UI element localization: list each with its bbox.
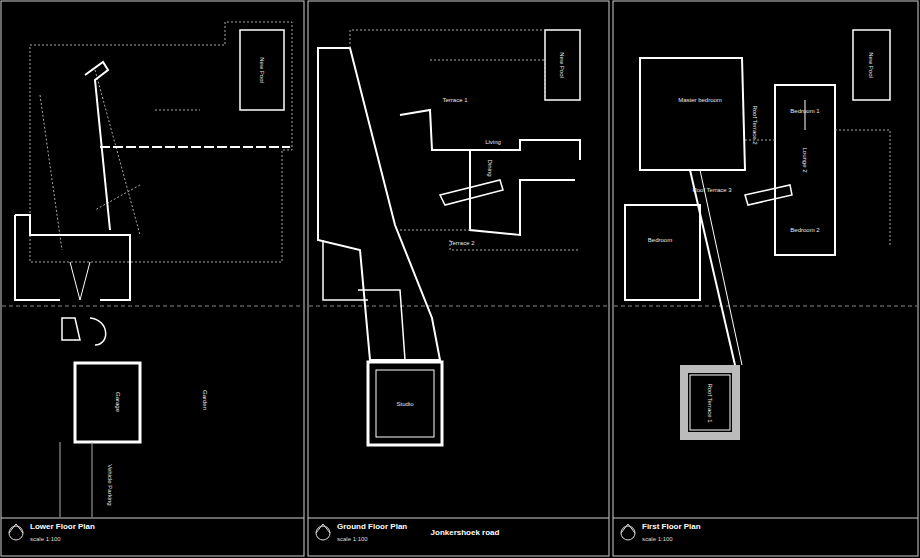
room-label: Roof Terrace 1 (707, 383, 713, 422)
room-label: Lounge 2 (802, 147, 808, 172)
plan-title: Lower Floor Plan (30, 523, 95, 531)
room-label: Master bedroom (678, 97, 722, 103)
room-label: Terrace 2 (449, 240, 474, 246)
room-label: Garage (115, 392, 121, 412)
room-label: Bedroom 1 (790, 108, 819, 114)
room-label: Garden (202, 390, 208, 410)
room-label: Dining (487, 159, 493, 176)
room-label: Living (485, 139, 501, 145)
room-label: New Pool (259, 57, 265, 83)
room-label: Bedroom 2 (790, 227, 819, 233)
room-label: Roof Terrace 2 (752, 105, 758, 144)
room-label: Bedroom (648, 237, 672, 243)
room-label: New Pool (559, 52, 565, 78)
room-label: New Pool (868, 52, 874, 78)
scale-note: scale 1:100 (337, 536, 368, 542)
scale-note: scale 1:100 (30, 536, 61, 542)
plan-title: Ground Floor Plan (337, 523, 407, 531)
scale-note: scale 1:100 (642, 536, 673, 542)
plan-title: First Floor Plan (642, 523, 701, 531)
room-label: Vehicle Parking (107, 464, 113, 505)
room-label: Roof Terrace 3 (692, 187, 731, 193)
room-label: Studio (396, 401, 413, 407)
road-name: Jonkershoek road (431, 529, 500, 537)
room-label: Terrace 1 (442, 97, 467, 103)
